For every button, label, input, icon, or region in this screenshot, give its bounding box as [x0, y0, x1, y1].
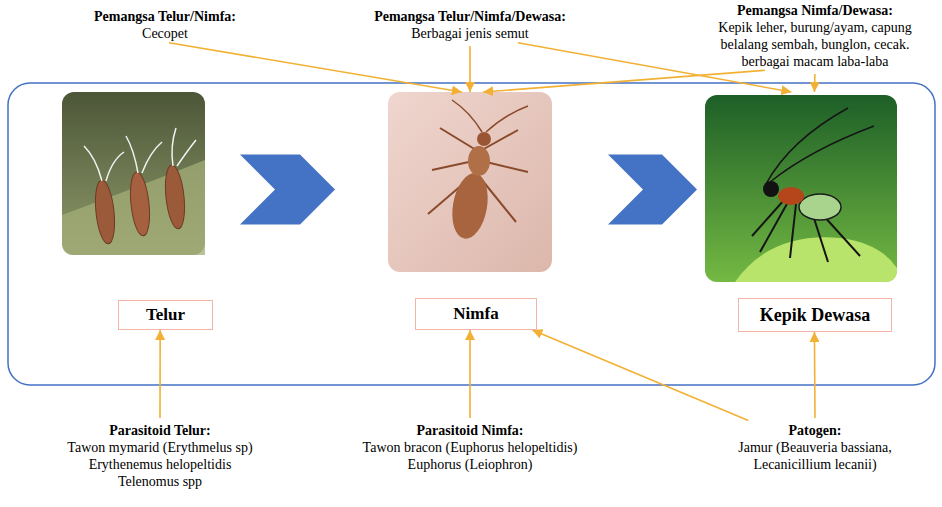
- arrow-connector: [169, 43, 462, 92]
- stage-node: Nimfa: [388, 92, 552, 330]
- group-heading: Parasitoid Nimfa:: [350, 422, 590, 439]
- stage-label: Kepik Dewasa: [760, 305, 871, 326]
- group-body: Berbagai jenis semut: [360, 25, 580, 42]
- stage-label-box: Telur: [118, 300, 213, 330]
- group-body: Tawon mymarid (Erythmelus sp) Erythenemu…: [60, 439, 260, 490]
- group-heading: Pemangsa Telur/Nimfa:: [65, 8, 265, 25]
- enemy-group: Parasitoid Nimfa:Tawon bracon (Euphorus …: [350, 422, 590, 473]
- stage-node: Kepik Dewasa: [705, 92, 897, 332]
- enemy-group: Parasitoid Telur:Tawon mymarid (Erythmel…: [60, 422, 260, 490]
- arrow-connector: [483, 70, 765, 92]
- arrow-connector: [159, 330, 161, 418]
- group-body: Kepik leher, burung/ayam, capung belalan…: [700, 19, 930, 70]
- stage-label: Telur: [146, 305, 185, 325]
- group-body: Jamur (Beauveria bassiana, Lecanicillium…: [710, 439, 920, 473]
- stage-label-box: Kepik Dewasa: [738, 298, 892, 332]
- chevron-arrow: [608, 155, 697, 225]
- group-body: Cecopet: [65, 25, 265, 42]
- group-heading: Patogen:: [710, 422, 920, 439]
- group-heading: Parasitoid Telur:: [60, 422, 260, 439]
- chevron-arrow: [240, 155, 335, 225]
- enemy-group: Pemangsa Nimfa/Dewasa:Kepik leher, burun…: [700, 2, 930, 70]
- nymph-photo: [388, 92, 552, 272]
- group-body: Tawon bracon (Euphorus helopeltidis) Eup…: [350, 439, 590, 473]
- arrow-connector: [469, 330, 471, 418]
- arrow-connector: [532, 330, 748, 420]
- stage-label-box: Nimfa: [415, 298, 537, 330]
- arrow-connector: [814, 74, 816, 92]
- stage-label: Nimfa: [453, 304, 498, 324]
- arrow-connector: [469, 46, 471, 92]
- enemy-group: Pemangsa Telur/Nimfa/Dewasa:Berbagai jen…: [360, 8, 580, 42]
- lifecycle-band: [8, 83, 935, 385]
- enemy-group: Pemangsa Telur/Nimfa:Cecopet: [65, 8, 265, 42]
- egg-photo: [62, 92, 205, 255]
- arrow-connector: [814, 332, 816, 418]
- enemy-group: Patogen:Jamur (Beauveria bassiana, Lecan…: [710, 422, 920, 473]
- group-heading: Pemangsa Nimfa/Dewasa:: [700, 2, 930, 19]
- adult-bug-photo: [705, 95, 897, 282]
- stage-node: Telur: [62, 92, 213, 330]
- group-heading: Pemangsa Telur/Nimfa/Dewasa:: [360, 8, 580, 25]
